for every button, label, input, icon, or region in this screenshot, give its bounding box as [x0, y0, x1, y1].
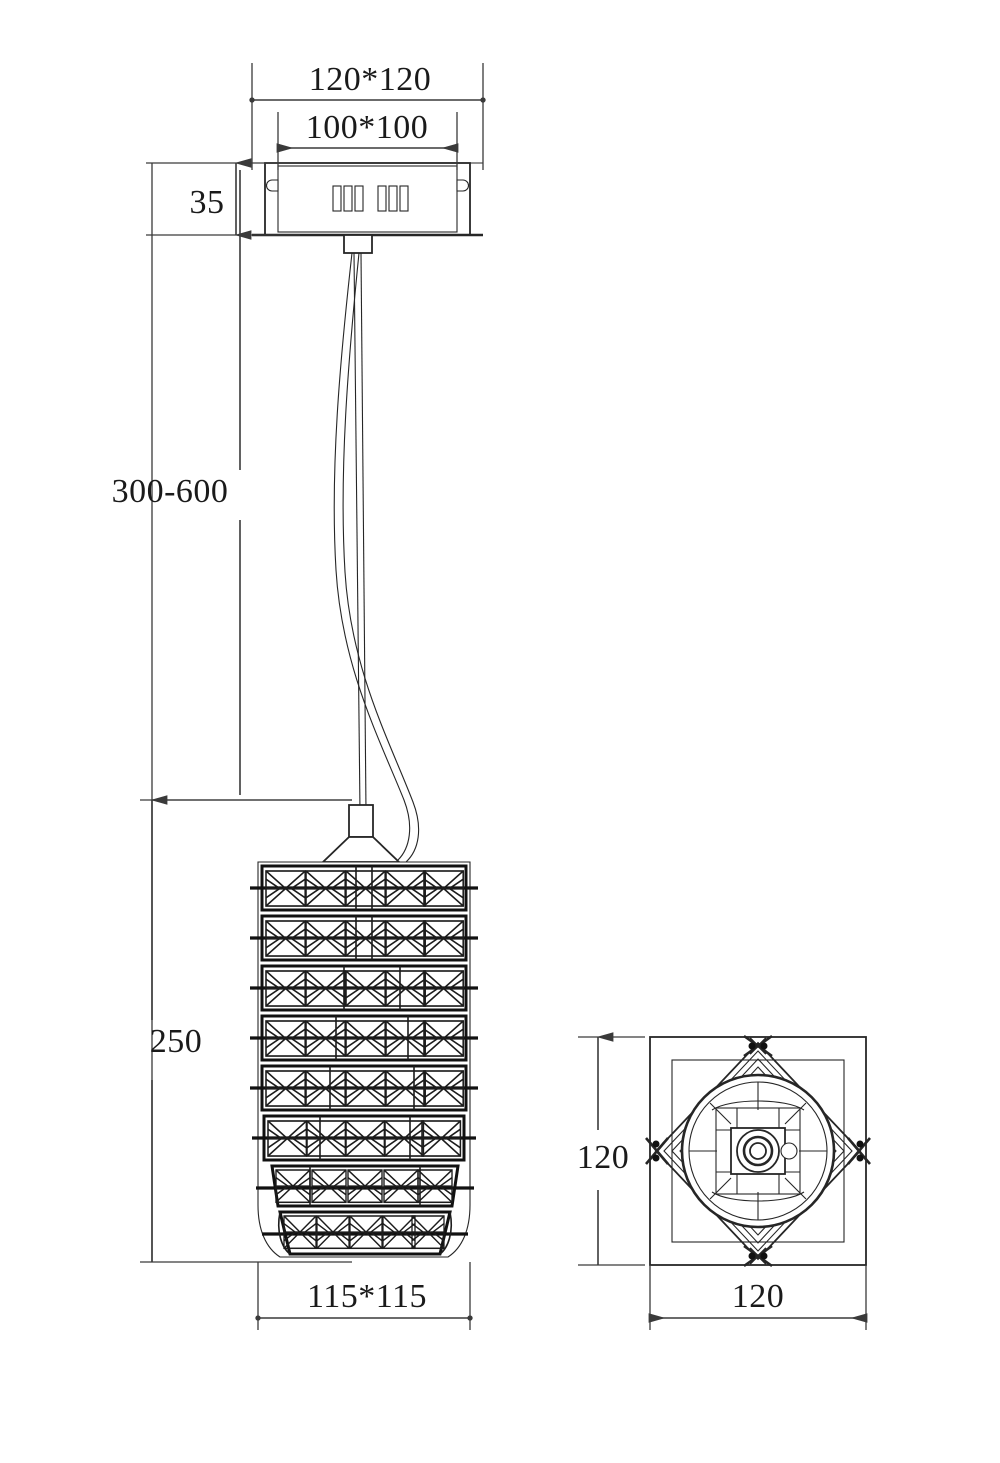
crystal-band	[250, 1064, 478, 1112]
dimension-canopy-inner-width: 100*100	[276, 109, 459, 170]
dimension-label: 120	[577, 1139, 630, 1176]
dimension-label: 120	[732, 1278, 785, 1315]
crystal-knot-top	[743, 1034, 773, 1058]
dimension-label: 250	[150, 1023, 203, 1060]
dimension-label: 300-600	[112, 473, 229, 510]
ceiling-canopy	[252, 162, 483, 254]
crystal-shade	[250, 861, 478, 1258]
crystal-band	[250, 964, 478, 1012]
crystal-band	[262, 1210, 468, 1256]
plan-spoke-web	[689, 1082, 827, 1220]
dimension-shade-width: 115*115	[255, 1262, 473, 1330]
dimension-label: 100*100	[306, 109, 429, 146]
crystal-knot-bottom	[743, 1244, 773, 1268]
crystal-band	[250, 864, 478, 912]
dimension-label: 120*120	[309, 61, 432, 98]
crystal-knot-right	[847, 1137, 871, 1165]
dimension-plan-width: 120	[648, 1265, 868, 1330]
canopy-mounting-tab-right	[456, 179, 469, 192]
dimension-shade-height: 250	[140, 795, 352, 1263]
crystal-band	[250, 1014, 478, 1062]
crystal-band	[252, 1114, 476, 1162]
crystal-knot-left	[645, 1137, 669, 1165]
front-elevation-view	[250, 162, 483, 1258]
canopy-vent-slots	[332, 185, 409, 212]
plan-dimensions: 120 120	[577, 1032, 868, 1330]
bottom-plan-view	[645, 1034, 871, 1268]
dimension-drop-length: 300-600	[112, 163, 352, 1262]
dimension-canopy-height: 35	[146, 158, 300, 240]
dimension-canopy-outer-width: 120*120	[249, 61, 486, 170]
dimension-label: 115*115	[307, 1278, 427, 1315]
dimension-label: 35	[190, 184, 225, 221]
crystal-band	[256, 1164, 474, 1208]
dimension-plan-height: 120	[577, 1032, 645, 1266]
suspension-rod	[353, 252, 367, 813]
power-cable	[333, 252, 420, 863]
cable-gland	[343, 234, 373, 254]
crystal-band	[250, 914, 478, 962]
lamp-socket	[730, 1127, 798, 1175]
elevation-dimensions: 120*120 100*100 35 300-600	[112, 61, 486, 1330]
canopy-mounting-tab-left	[266, 179, 279, 192]
